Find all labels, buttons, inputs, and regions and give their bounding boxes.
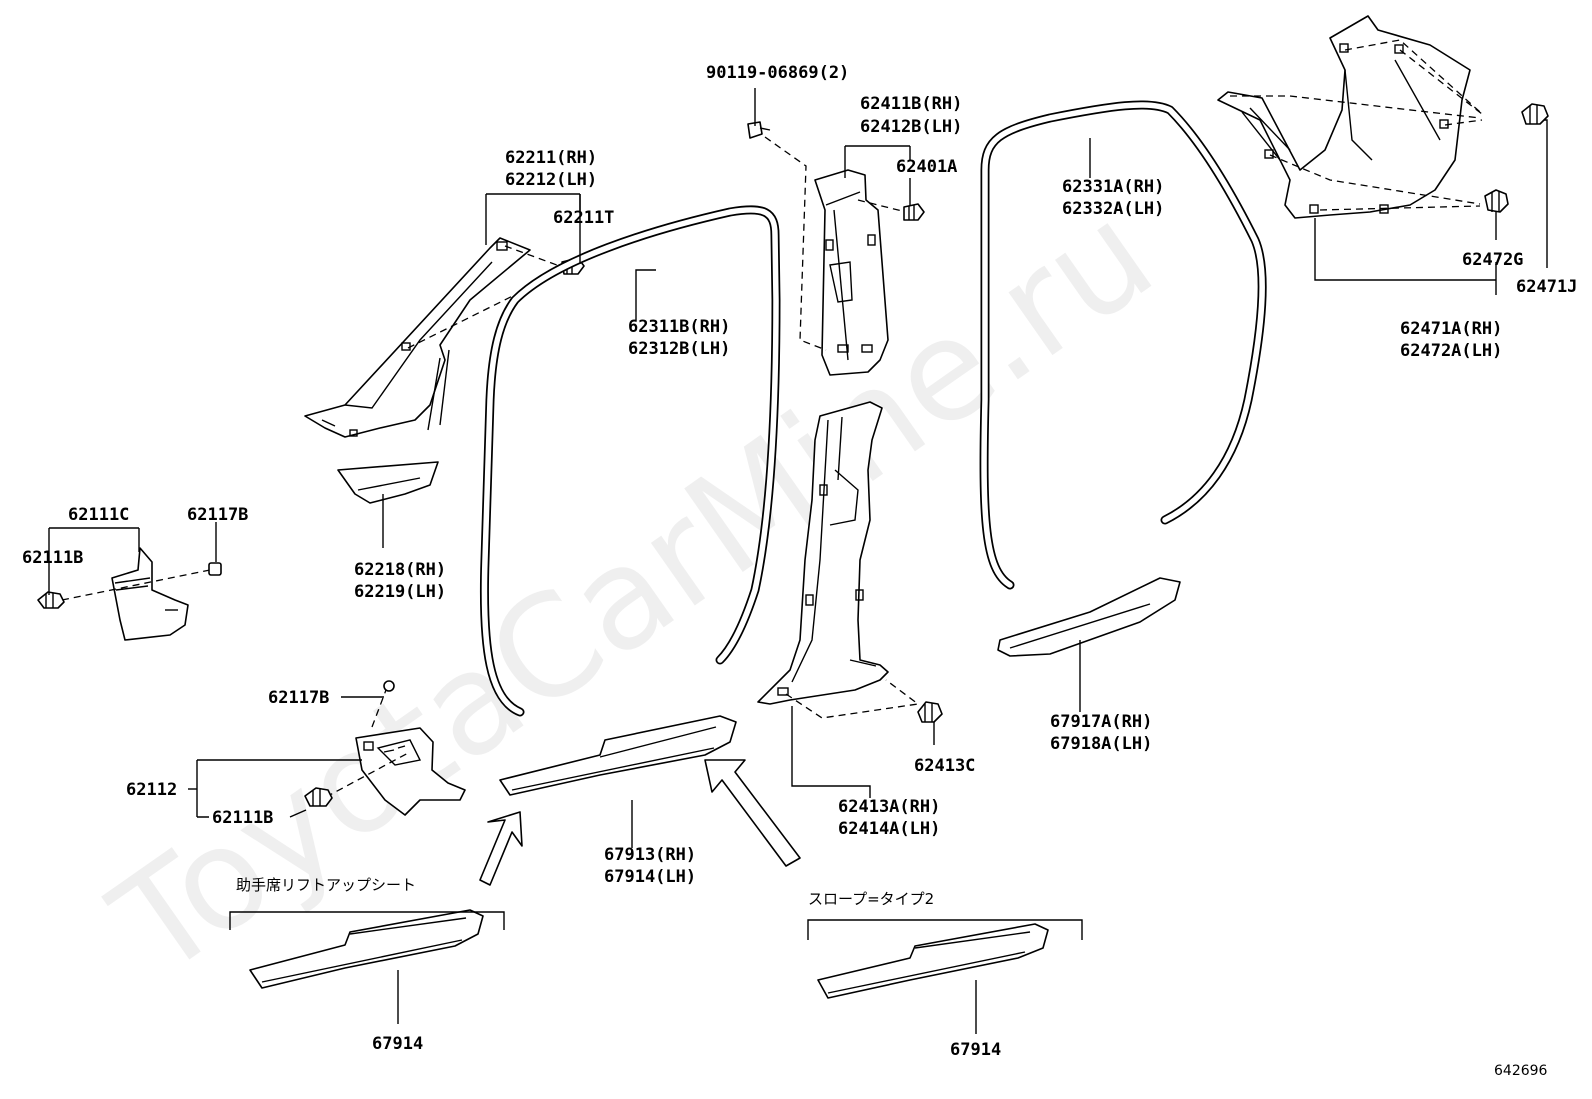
label-62211: 62211(RH) xyxy=(505,148,597,168)
label-62117b-lower: 62117B xyxy=(268,688,329,708)
label-62111b-upper: 62111B xyxy=(22,548,83,568)
clip-62117b-upper[interactable] xyxy=(208,562,222,576)
label-62312b: 62312B(LH) xyxy=(628,339,730,359)
rear-scuff-plate[interactable] xyxy=(997,577,1181,657)
label-62471a: 62471A(RH) xyxy=(1400,319,1502,339)
label-62413a: 62413A(RH) xyxy=(838,797,940,817)
center-pillar-upper-garnish[interactable] xyxy=(814,169,889,376)
arrow-left xyxy=(479,811,523,886)
label-62111c: 62111C xyxy=(68,505,129,525)
rear-door-weatherstrip[interactable] xyxy=(979,100,1267,590)
clip-62472g[interactable] xyxy=(1484,189,1509,213)
label-62112: 62112 xyxy=(126,780,177,800)
label-62413c: 62413C xyxy=(914,756,975,776)
label-62218: 62218(RH) xyxy=(354,560,446,580)
label-62311b: 62311B(RH) xyxy=(628,317,730,337)
label-67917a: 67917A(RH) xyxy=(1050,712,1152,732)
clip-62117b-lower[interactable] xyxy=(383,680,395,692)
diagram-reference: 642696 xyxy=(1494,1063,1548,1079)
note-slope-type2: スロープ=タイプ2 xyxy=(808,890,934,908)
label-62211t: 62211T xyxy=(553,208,614,228)
clip-62111b-upper[interactable] xyxy=(37,591,65,609)
label-62411b: 62411B(RH) xyxy=(860,94,962,114)
label-62401a: 62401A xyxy=(896,157,957,177)
front-door-weatherstrip[interactable] xyxy=(479,205,781,717)
label-62331a: 62331A(RH) xyxy=(1062,177,1164,197)
front-scuff-plate[interactable] xyxy=(499,715,737,796)
label-62219: 62219(LH) xyxy=(354,582,446,602)
roof-side-inner-garnish[interactable] xyxy=(1217,15,1471,219)
center-pillar-lower-garnish[interactable] xyxy=(757,401,889,705)
arrow-right xyxy=(704,759,801,867)
cowl-side-trim[interactable] xyxy=(111,547,189,641)
cowl-side-garnish[interactable] xyxy=(337,461,439,504)
scuff-plate-slope-type2[interactable] xyxy=(817,923,1049,999)
label-62111b-lower: 62111B xyxy=(212,808,273,828)
label-67913: 67913(RH) xyxy=(604,845,696,865)
label-62117b-upper: 62117B xyxy=(187,505,248,525)
scuff-plate-lift-up-seat[interactable] xyxy=(249,909,484,989)
label-62412b: 62412B(LH) xyxy=(860,117,962,137)
label-62471j: 62471J xyxy=(1516,277,1577,297)
label-62212: 62212(LH) xyxy=(505,170,597,190)
clip-62471j[interactable] xyxy=(1521,103,1549,125)
clip-62111b-lower[interactable] xyxy=(304,787,333,807)
note-lift-up-seat: 助手席リフトアップシート xyxy=(236,876,416,894)
clip-62401a[interactable] xyxy=(903,203,925,221)
label-67914-left: 67914 xyxy=(372,1034,423,1054)
label-62472a: 62472A(LH) xyxy=(1400,341,1502,361)
label-62332a: 62332A(LH) xyxy=(1062,199,1164,219)
leader-lines xyxy=(48,88,1548,1034)
label-62414a: 62414A(LH) xyxy=(838,819,940,839)
clip-62413c[interactable] xyxy=(917,701,943,723)
label-67914-main: 67914(LH) xyxy=(604,867,696,887)
label-90119: 90119-06869(2) xyxy=(706,63,849,83)
cowl-side-lower[interactable] xyxy=(355,727,466,816)
a-pillar-garnish[interactable] xyxy=(304,237,531,438)
label-67914-right: 67914 xyxy=(950,1040,1001,1060)
screw-90119[interactable] xyxy=(747,121,771,139)
label-67918a: 67918A(LH) xyxy=(1050,734,1152,754)
part-labels: 62211(RH) 62212(LH) 62211T 62218(RH) 622… xyxy=(22,63,1577,1079)
label-62472g: 62472G xyxy=(1462,250,1523,270)
